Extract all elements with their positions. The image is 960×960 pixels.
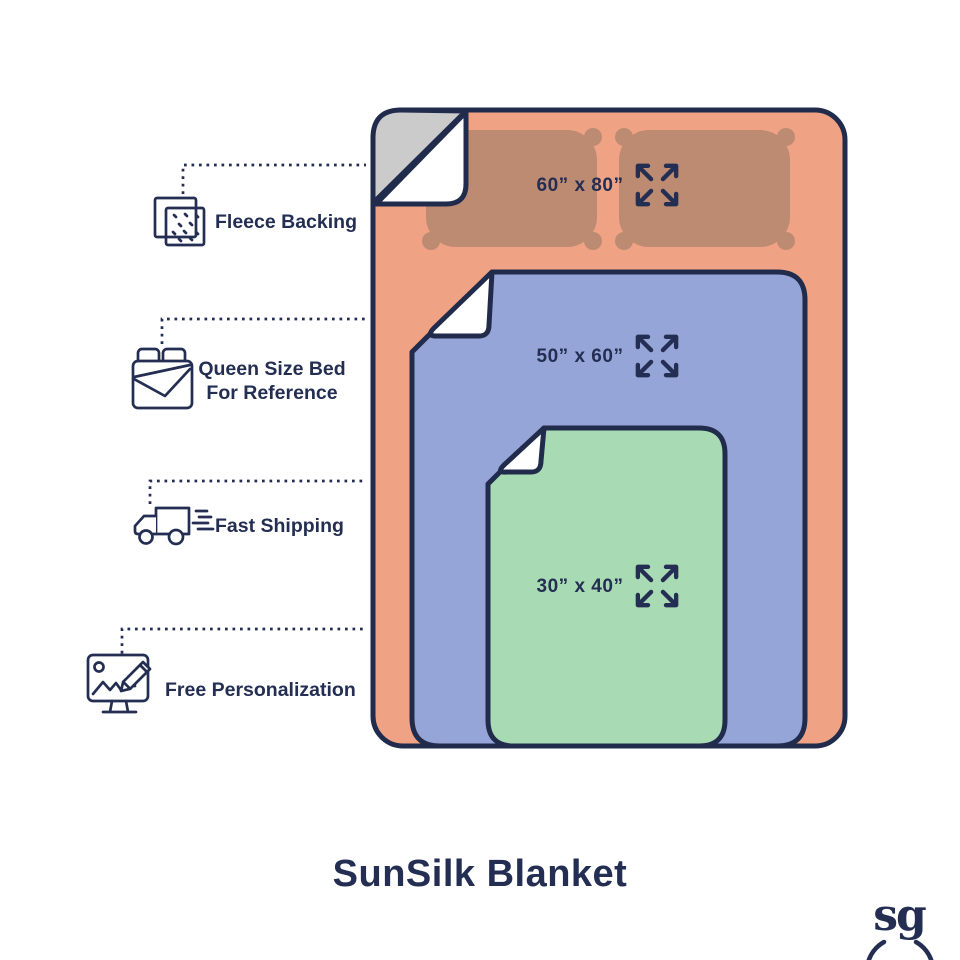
page-title: SunSilk Blanket — [333, 853, 628, 895]
monitor-pencil-icon — [86, 653, 152, 714]
shipping-truck-icon — [133, 506, 215, 546]
feature-queen-bed: Queen Size Bed For Reference — [131, 347, 346, 410]
blanket-small-size-label: 30” x 40” — [537, 576, 624, 597]
feature-fast-shipping-label: Fast Shipping — [215, 515, 344, 537]
connector-fleece-backing — [181, 163, 366, 194]
blanket-small-corner-fold — [498, 425, 547, 475]
blanket-medium-size-label: 50” x 60” — [537, 346, 624, 367]
logo-ring — [866, 939, 934, 960]
feature-fleece-backing-label: Fleece Backing — [215, 211, 357, 233]
feature-free-personalization: Free Personalization — [86, 653, 356, 714]
brand-logo: sg — [866, 890, 934, 960]
feature-fleece-backing: Fleece Backing — [153, 196, 357, 247]
fabric-swatch-icon — [153, 196, 206, 247]
connector-queen-bed — [160, 317, 366, 344]
fleece-corner-fold — [370, 107, 469, 207]
feature-queen-bed-label-line2: For Reference — [206, 382, 337, 404]
logo-text: sg — [873, 890, 926, 941]
blanket-medium-corner-fold — [428, 269, 495, 339]
fold-underside-white — [373, 109, 469, 207]
bed-icon — [131, 347, 194, 410]
blanket-large-size-label: 60” x 80” — [537, 175, 624, 196]
blanket-small-body — [485, 425, 728, 749]
feature-fast-shipping: Fast Shipping — [133, 506, 344, 546]
pillow-right — [615, 128, 795, 250]
connector-personalization — [120, 627, 366, 661]
connector-fast-shipping — [148, 479, 366, 504]
feature-free-personalization-label: Free Personalization — [165, 679, 356, 701]
blanket-small: 30” x 40” — [485, 425, 728, 749]
feature-queen-bed-label-line1: Queen Size Bed — [198, 358, 345, 380]
